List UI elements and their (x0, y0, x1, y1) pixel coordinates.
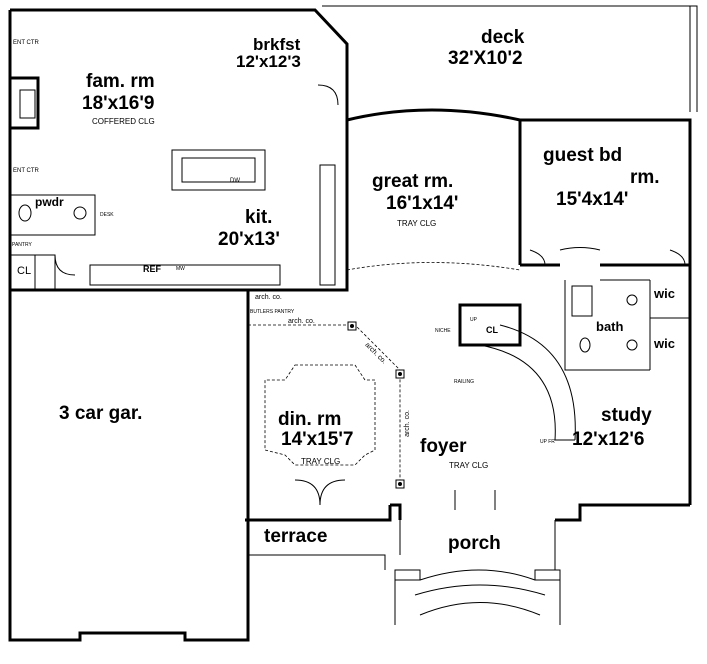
porch-name: porch (448, 533, 501, 554)
desk-label: DESK (100, 212, 114, 218)
kit-name: kit. (245, 207, 273, 228)
cl-stair-label: CL (486, 325, 498, 335)
porch-outline (247, 520, 561, 625)
up-fr-label: UP FR (540, 439, 555, 445)
study-name: study (601, 405, 652, 426)
terrace-name: terrace (264, 526, 328, 547)
guest-bd-name-line1: guest bd (543, 145, 623, 166)
deck-outline (322, 5, 698, 112)
fam-rm-note: COFFERED CLG (92, 117, 155, 126)
study-size: 12'x12'6 (572, 429, 645, 450)
great-rm-size: 16'1x14' (386, 193, 459, 214)
wic-lower-name: wic (654, 336, 675, 351)
fam-rm-size: 18'x16'9 (82, 93, 155, 114)
din-rm-size: 14'x15'7 (281, 429, 354, 450)
wic-upper-name: wic (654, 286, 675, 301)
foyer-name: foyer (420, 436, 467, 457)
great-rm-note: TRAY CLG (397, 219, 437, 228)
kit-size: 20'x13' (218, 229, 280, 250)
foyer-note: TRAY CLG (449, 461, 489, 470)
deck-size: 32'X10'2 (448, 48, 523, 69)
ent-ctr-mid-label: ENT CTR (13, 168, 39, 174)
interior-walls (10, 89, 690, 485)
deck-name: deck (481, 27, 525, 48)
pantry-label: PANTRY (12, 242, 32, 248)
brkfst-name: brkfst (253, 35, 301, 54)
garage-name: 3 car gar. (59, 403, 143, 424)
door-swings (54, 84, 686, 510)
columns (347, 321, 405, 489)
niche-label: NICHE (435, 328, 451, 334)
ent-ctr-top-label: ENT CTR (13, 40, 39, 46)
bath-fixtures (18, 204, 638, 353)
brkfst-size: 12'x12'3 (236, 52, 301, 71)
butlers-pantry-label: BUTLERS PANTRY (250, 309, 295, 315)
cl-name: CL (17, 265, 32, 277)
mw-label: MW (176, 266, 185, 272)
up-label: UP (470, 317, 477, 323)
arch-co-label-3: arch. co. (363, 341, 388, 366)
arch-co-label-2: arch. co. (288, 318, 315, 325)
arch-co-label-1: arch. co. (255, 294, 282, 301)
ref-label: REF (143, 264, 161, 274)
arch-co-label-4: arch. co. (403, 410, 411, 437)
railing-label: RAILING (454, 379, 475, 385)
guest-bd-name-line2: rm. (630, 167, 660, 188)
din-rm-note: TRAY CLG (301, 457, 341, 466)
din-rm-name: din. rm (278, 409, 342, 430)
exterior-walls (8, 8, 692, 642)
guest-bd-size: 15'4x14' (556, 189, 629, 210)
bath-name: bath (596, 319, 624, 334)
pwdr-name: pwdr (35, 195, 64, 209)
fam-rm-name: fam. rm (86, 71, 155, 92)
great-rm-name: great rm. (372, 171, 454, 192)
dw-label: DW (230, 178, 240, 184)
